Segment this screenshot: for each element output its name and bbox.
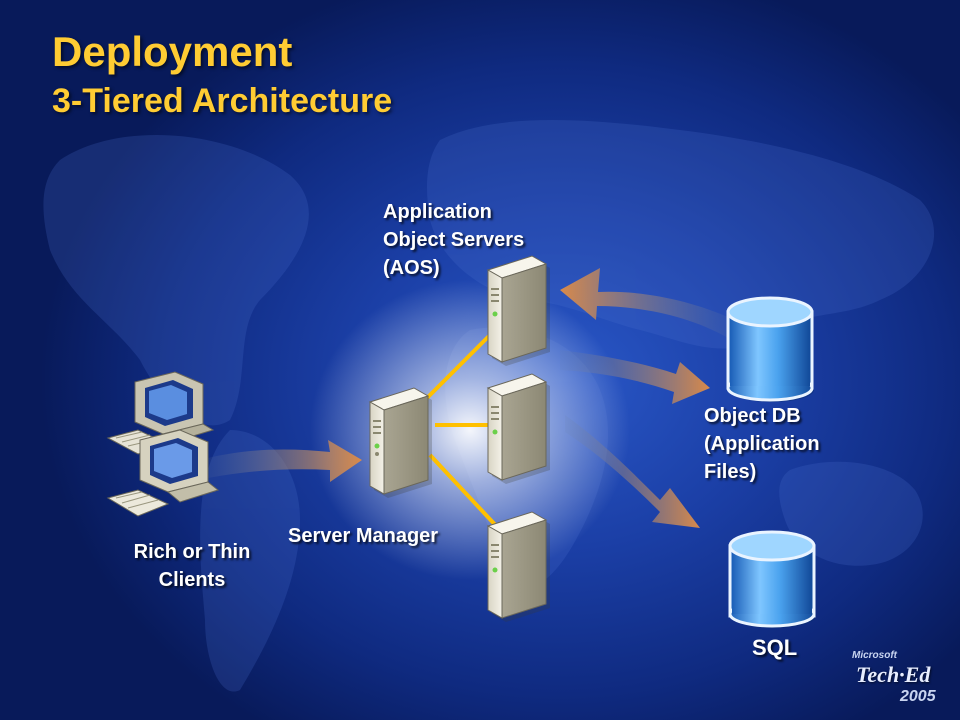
connector-lines xyxy=(423,333,502,532)
arrow-aos-to-sql xyxy=(565,415,700,528)
slide-title: Deployment xyxy=(52,28,293,75)
aos-label-line-1: Application xyxy=(383,201,492,223)
sql-db-icon xyxy=(728,530,816,628)
object-db-label-line-2: (Application xyxy=(704,433,820,455)
server-manager-icon xyxy=(369,387,433,499)
object-db-label-line-1: Object DB xyxy=(704,405,801,427)
aos-label-line-2: Object Servers xyxy=(383,229,525,251)
client-workstation-2-icon xyxy=(139,429,220,503)
server-manager-label: Server Manager xyxy=(288,525,439,547)
object-db-label: Object DB (Application Files) xyxy=(704,402,820,486)
arrow-objectdb-to-aos xyxy=(560,268,730,338)
object-db-icon xyxy=(726,296,814,402)
arrow-clients-to-manager xyxy=(208,440,362,482)
logo-year: 2005 xyxy=(900,688,936,705)
highlight-glow xyxy=(310,280,630,580)
aos-server-1-icon xyxy=(487,255,551,367)
arrow-aos-to-objectdb xyxy=(560,350,710,404)
slide-subtitle: 3-Tiered Architecture xyxy=(52,82,393,120)
clients-label: Rich or Thin Clients xyxy=(104,538,280,594)
aos-server-2-icon xyxy=(487,373,551,485)
aos-server-3-icon xyxy=(487,511,551,623)
aos-label: Application Object Servers (AOS) xyxy=(383,198,524,282)
teched-logo: Microsoft Tech·Ed 2005 xyxy=(848,650,948,712)
clients-label-line-1: Rich or Thin xyxy=(133,541,251,563)
logo-company: Microsoft xyxy=(852,650,897,661)
clients-label-line-2: Clients xyxy=(158,569,226,591)
object-db-label-line-3: Files) xyxy=(704,461,757,483)
sql-label: SQL xyxy=(752,635,798,660)
aos-label-line-3: (AOS) xyxy=(383,257,440,279)
client-keyboard-2-icon xyxy=(106,489,170,517)
logo-event: Tech·Ed xyxy=(856,662,931,687)
